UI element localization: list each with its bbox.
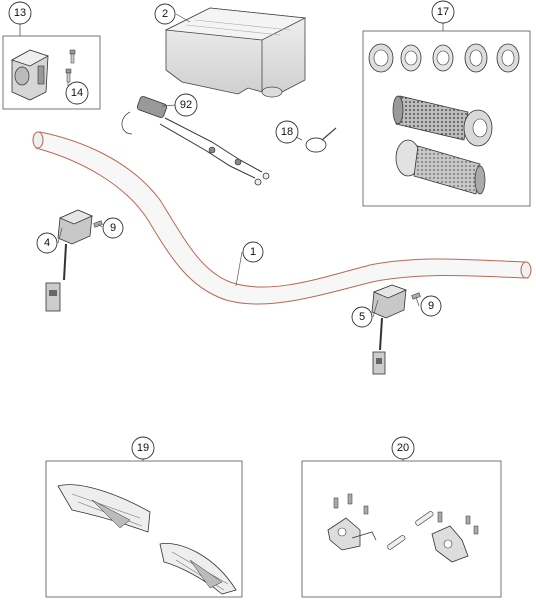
- grip-lower: [395, 139, 486, 195]
- callout-13-label: 13: [14, 7, 26, 19]
- callout-19-label: 19: [137, 442, 149, 454]
- mounting-bracket-left: [327, 517, 377, 551]
- callout-4-label: 4: [44, 237, 50, 249]
- callout-9-right: 9: [420, 295, 442, 317]
- callout-2-label: 2: [162, 8, 168, 20]
- callout-9-right-label: 9: [428, 300, 434, 312]
- callout-1-label: 1: [250, 246, 256, 258]
- screws: [333, 493, 479, 535]
- handlebar-end-right: [520, 261, 532, 279]
- grip-upper: [392, 95, 493, 147]
- callout-17-label: 17: [437, 6, 449, 18]
- callout-5-label: 5: [359, 311, 365, 323]
- callout-14: 14: [65, 81, 89, 105]
- pins: [387, 511, 434, 550]
- handlebar-pad: [164, 7, 307, 98]
- callout-9-left: 9: [102, 217, 124, 239]
- left-switch: [45, 209, 93, 312]
- callout-92: 92: [174, 93, 198, 117]
- callout-4: 4: [36, 232, 58, 254]
- callout-19: 19: [131, 436, 155, 460]
- right-switch: [371, 284, 408, 375]
- hand-guard-left: [57, 484, 151, 533]
- callout-18: 18: [275, 120, 299, 144]
- detail-box-20: [301, 459, 502, 598]
- hand-guard-right: [159, 542, 237, 595]
- callout-20: 20: [391, 436, 415, 460]
- callout-14-label: 14: [71, 87, 83, 99]
- screw: [411, 292, 421, 300]
- handlebar-end-left: [32, 131, 44, 149]
- throttle-cable-assembly: [121, 96, 270, 186]
- callout-92-label: 92: [180, 99, 192, 111]
- detail-box-19: [45, 459, 243, 598]
- switch-housing: [11, 49, 49, 101]
- callout-9-left-label: 9: [110, 222, 116, 234]
- screw: [65, 49, 76, 83]
- throttle-cam-rings: [368, 43, 520, 73]
- cable-tie: [305, 127, 337, 153]
- callout-17: 17: [431, 0, 455, 24]
- mounting-bracket-right: [431, 525, 469, 563]
- callout-18-label: 18: [281, 126, 293, 138]
- callout-2: 2: [154, 3, 176, 25]
- callout-1: 1: [242, 241, 264, 263]
- callout-20-label: 20: [397, 442, 409, 454]
- handlebar: [32, 131, 532, 305]
- detail-box-17: [362, 22, 531, 207]
- callout-13: 13: [8, 1, 32, 25]
- callout-5: 5: [351, 306, 373, 328]
